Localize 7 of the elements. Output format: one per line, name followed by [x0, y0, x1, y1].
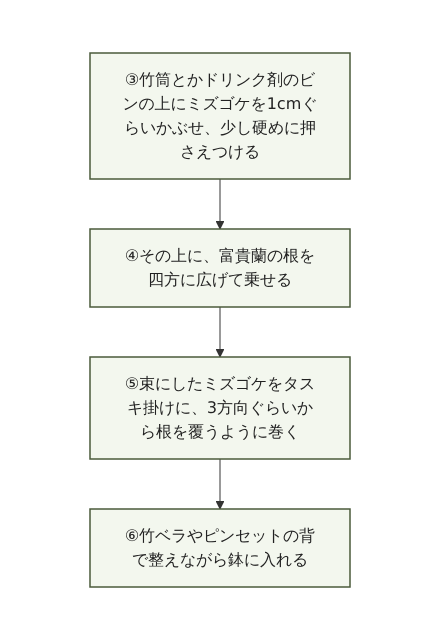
arrow — [215, 458, 224, 510]
node-box: ③竹筒とかドリンク剤のビンの上にミズゴケを1cmぐらいかぶせ、少し硬めに押さえつける — [88, 52, 350, 180]
node-box: ⑤束にしたミズゴケをタスキ掛けに、3方向ぐらいから根を覆うように巻く — [88, 356, 350, 460]
arrow — [215, 306, 224, 358]
node-box: ⑥竹ベラやピンセットの背で整えながら鉢に入れる — [88, 508, 350, 588]
node-box: ④その上に、富貴蘭の根を四方に広げて乗せる — [88, 228, 350, 308]
arrow — [215, 178, 224, 230]
